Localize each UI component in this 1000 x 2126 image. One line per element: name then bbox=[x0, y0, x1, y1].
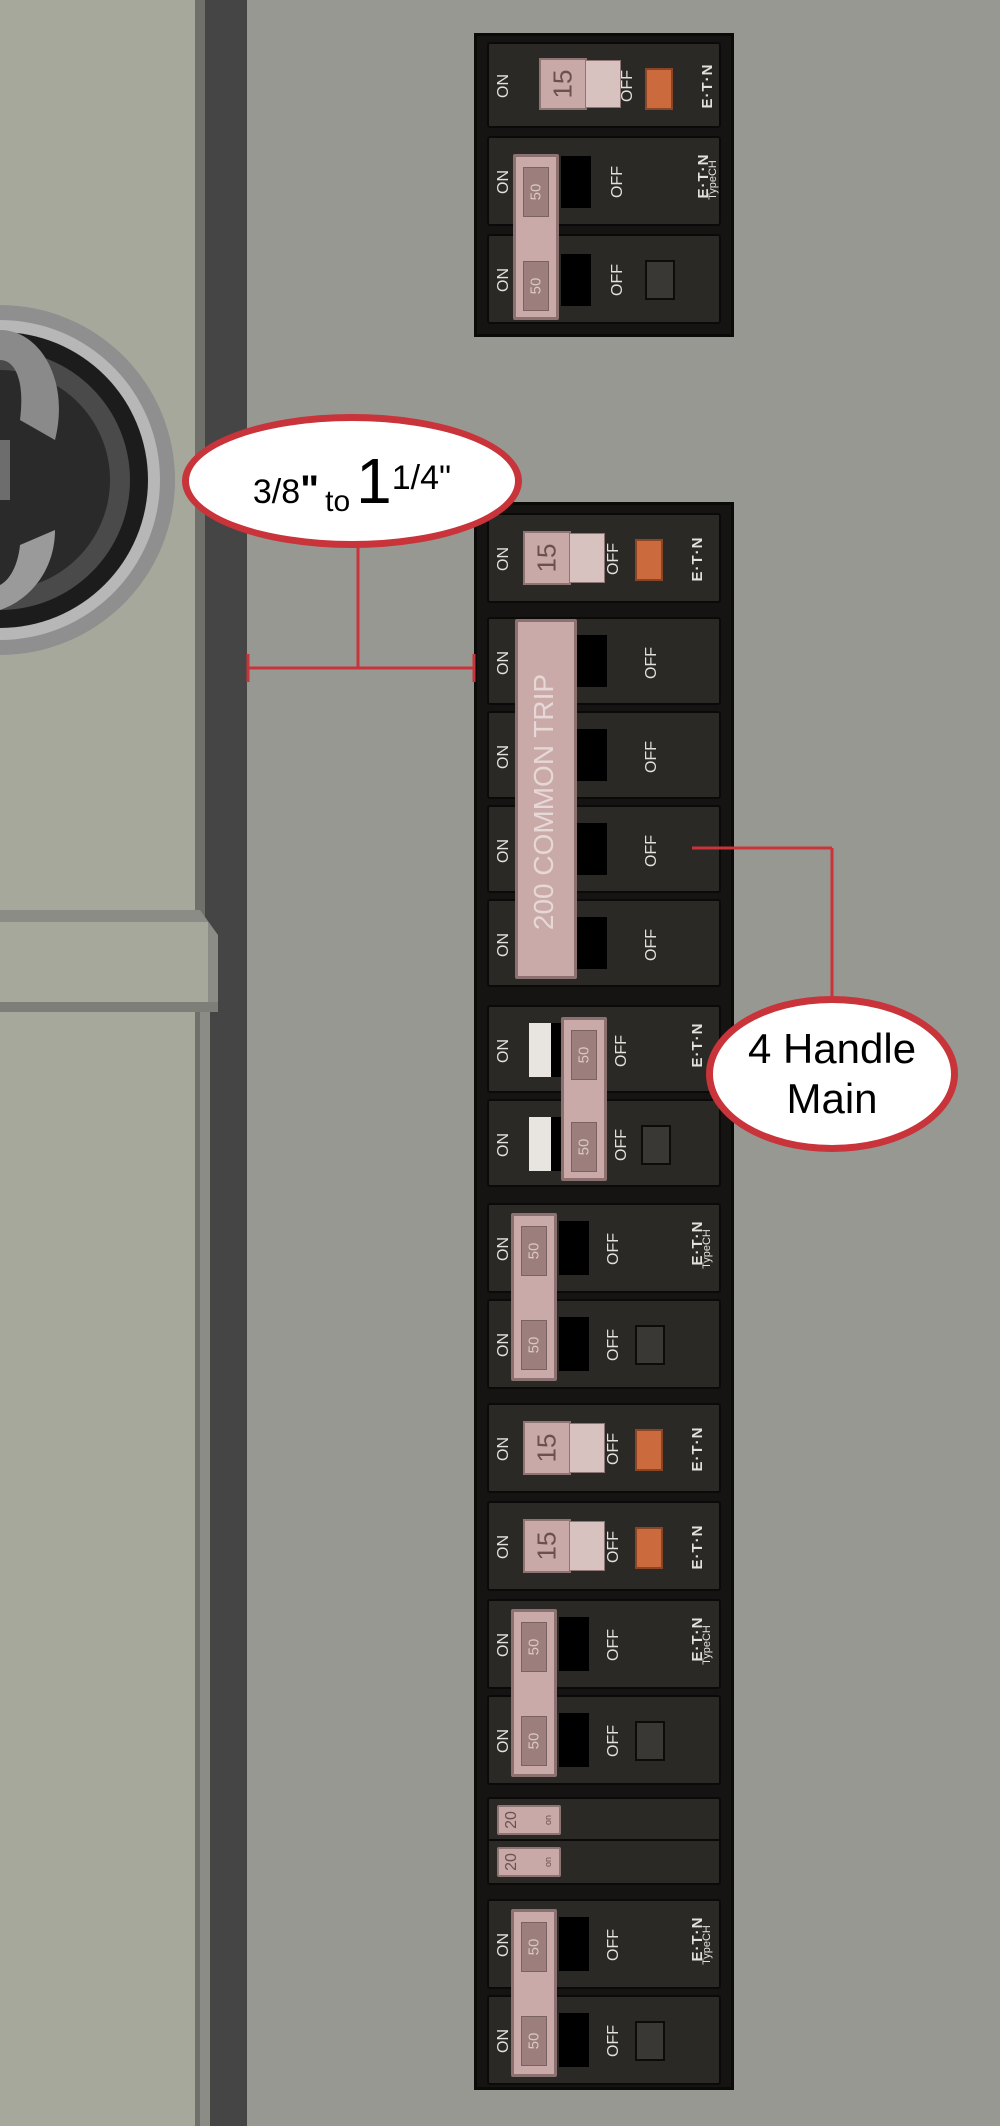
double-pole-handle[interactable]: 50 50 bbox=[511, 1609, 557, 1777]
spacing-inch-mark: " bbox=[300, 468, 320, 512]
double-pole-handle[interactable]: 50 50 bbox=[511, 1909, 557, 2077]
breaker-15a[interactable]: ON 15 OFF E·T·N bbox=[487, 1501, 721, 1591]
main-callout-line2: Main bbox=[786, 1075, 878, 1122]
main-common-trip-handle[interactable]: 200 COMMON TRIP bbox=[515, 619, 577, 979]
breaker-handle[interactable]: 15 bbox=[523, 1519, 571, 1573]
main-breaker-panel: ON 15 OFF E·T·N ON OFF ON OFF ON OFF ON … bbox=[474, 502, 734, 2090]
tandem-handle-top[interactable]: 20 on bbox=[497, 1805, 561, 1835]
trip-indicator bbox=[635, 1527, 663, 1569]
spacing-whole: 1 bbox=[356, 445, 392, 517]
breaker-15a[interactable]: ON 15 OFF E·T·N bbox=[487, 1403, 721, 1493]
spacing-to: to bbox=[325, 485, 351, 518]
meter-enclosure bbox=[0, 0, 247, 2126]
trip-indicator bbox=[635, 1429, 663, 1471]
trip-indicator bbox=[635, 539, 663, 581]
tandem-handle-bottom[interactable]: 20 on bbox=[497, 1847, 561, 1877]
breaker-15a-top[interactable]: ON 15 OFF E·T·N bbox=[487, 42, 721, 128]
double-pole-handle[interactable]: 50 50 bbox=[511, 1213, 557, 1381]
trip-window bbox=[645, 260, 675, 300]
tandem-breaker-20a[interactable]: 20 on 20 on bbox=[487, 1797, 721, 1885]
double-pole-handle[interactable]: 50 50 bbox=[513, 154, 559, 320]
spacing-fraction-a: 3/8 bbox=[252, 473, 301, 511]
main-callout-line1: 4 Handle bbox=[747, 1024, 917, 1072]
top-breaker-panel: ON 15 OFF E·T·N ON OFF E·T·N TypeCH ON O… bbox=[474, 33, 734, 337]
spacing-fraction-b: 1/4" bbox=[391, 459, 452, 497]
double-pole-handle[interactable]: 50 50 bbox=[561, 1017, 607, 1181]
trip-window bbox=[635, 1721, 665, 1761]
breaker-handle[interactable]: 15 bbox=[539, 58, 587, 110]
trip-window bbox=[635, 1325, 665, 1365]
trip-indicator bbox=[645, 68, 673, 110]
spacing-callout: 3/8"to11/4" bbox=[182, 414, 522, 548]
main-breaker-callout: 4 Handle Main bbox=[706, 996, 958, 1152]
trip-window bbox=[635, 2021, 665, 2061]
breaker-15a[interactable]: ON 15 OFF E·T·N bbox=[487, 513, 721, 603]
trip-window bbox=[641, 1125, 671, 1165]
